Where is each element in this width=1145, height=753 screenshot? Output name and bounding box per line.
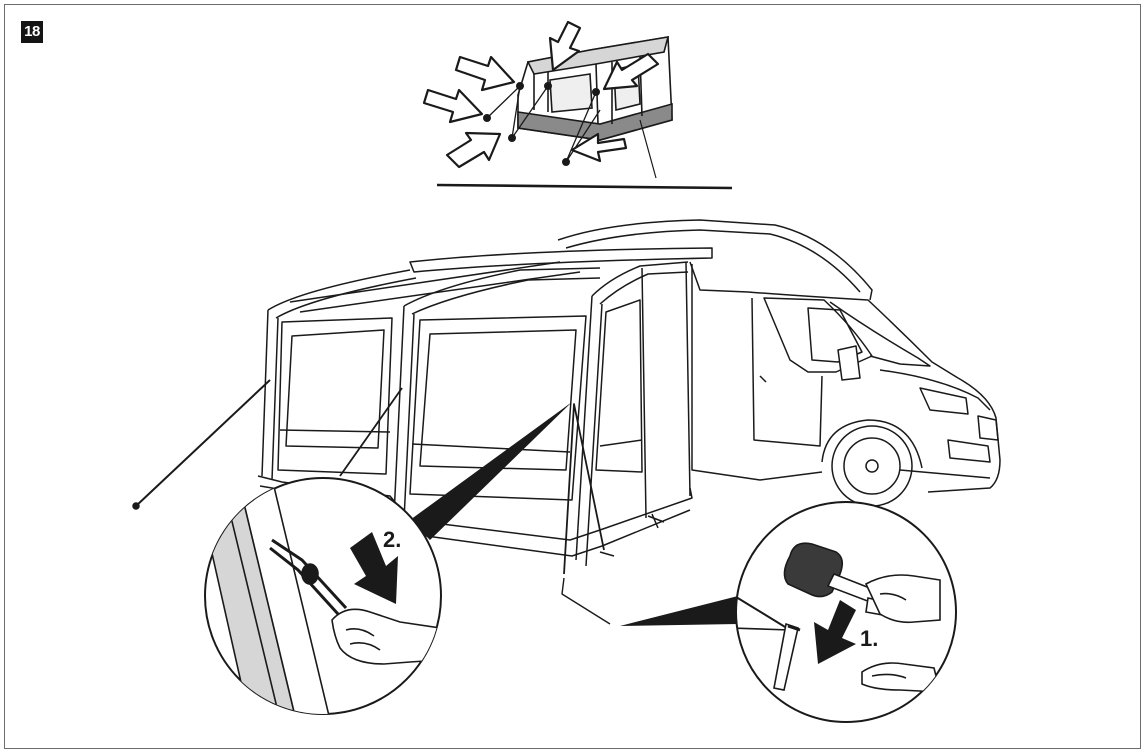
hand-icon: [861, 574, 942, 693]
hollow-arrow-icon: [422, 20, 660, 169]
motorhome-vehicle: [557, 219, 1001, 507]
down-arrow-icon: [814, 600, 856, 664]
detail-circle-tension-strap: 2.: [204, 477, 442, 715]
step-number-badge: 18: [21, 21, 43, 43]
down-arrow-icon: [350, 532, 398, 604]
inflatable-awning: [132, 247, 713, 625]
step-two-label: 2.: [383, 527, 401, 552]
callout-pointers: [410, 402, 738, 626]
step-one-label: 1.: [860, 626, 878, 651]
tent-peg-icon: [773, 622, 801, 691]
detail-circle-peg-mallet: 1.: [735, 501, 957, 723]
